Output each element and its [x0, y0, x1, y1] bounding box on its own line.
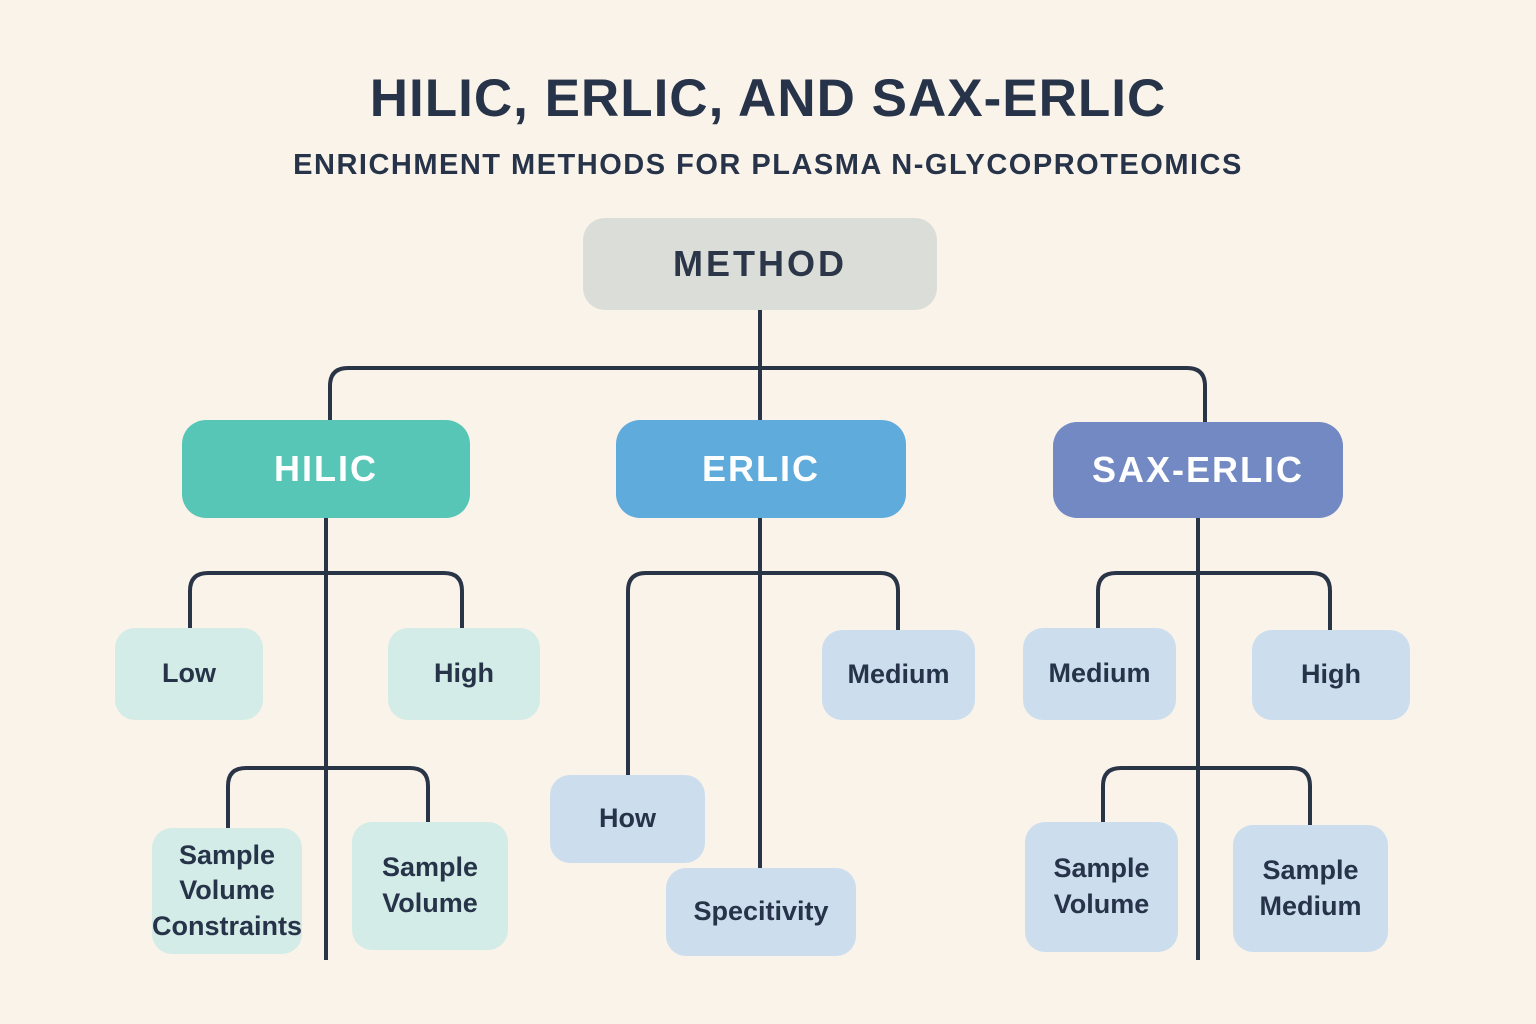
node-hilic-sample-volume-constraints: Sample Volume Constraints: [152, 828, 302, 954]
node-hilic-high-label: High: [434, 658, 494, 689]
page-subtitle: ENRICHMENT METHODS FOR PLASMA N-GLYCOPRO…: [293, 149, 1243, 181]
node-sax-sample-volume: Sample Volume: [1025, 822, 1178, 952]
node-sax-sample-volume-label: Sample Volume: [1053, 853, 1150, 919]
node-hilic-sample-volume: Sample Volume: [352, 822, 508, 950]
node-hilic-high: High: [388, 628, 540, 720]
header: HILIC, ERLIC, AND SAX-ERLIC ENRICHMENT M…: [0, 0, 1536, 182]
node-sax-erlic: SAX-ERLIC: [1053, 422, 1343, 518]
node-hilic-sample-volume-label: Sample Volume: [381, 852, 479, 918]
node-erlic-specitivity: Specitivity: [666, 868, 856, 956]
node-hilic-low: Low: [115, 628, 263, 720]
node-sax-medium: Medium: [1023, 628, 1176, 720]
connector-sax-bracket-2: [1101, 766, 1312, 825]
node-erlic-how-label: How: [599, 803, 656, 834]
node-hilic: HILIC: [182, 420, 470, 518]
node-method: METHOD: [583, 218, 937, 310]
node-hilic-label: HILIC: [274, 448, 378, 489]
node-erlic-medium: Medium: [822, 630, 975, 720]
connector-hilic-bracket-2: [226, 766, 430, 828]
node-sax-high-label: High: [1301, 659, 1361, 690]
node-erlic-medium-label: Medium: [847, 659, 950, 690]
node-hilic-sample-volume-constraints-label: Sample Volume Constraints: [151, 839, 303, 941]
node-erlic-specitivity-label: Specitivity: [693, 896, 829, 927]
node-sax-sample-medium-label: Sample Medium: [1259, 854, 1362, 921]
node-erlic-label: ERLIC: [702, 448, 820, 489]
connector-method-to-branches: [328, 366, 1207, 423]
connector-hilic-bracket-1: [188, 571, 464, 628]
connector-erlic-bracket: [626, 571, 900, 775]
node-erlic: ERLIC: [616, 420, 906, 518]
connector-sax-bracket-1: [1096, 571, 1332, 630]
node-sax-high: High: [1252, 630, 1410, 720]
node-hilic-low-label: Low: [162, 658, 216, 689]
node-method-label: METHOD: [673, 243, 847, 284]
node-sax-erlic-label: SAX-ERLIC: [1091, 449, 1304, 490]
node-erlic-how: How: [550, 775, 705, 863]
node-sax-sample-medium: Sample Medium: [1233, 825, 1388, 952]
node-sax-medium-label: Medium: [1048, 658, 1151, 689]
page-title: HILIC, ERLIC, AND SAX-ERLIC: [369, 69, 1167, 128]
